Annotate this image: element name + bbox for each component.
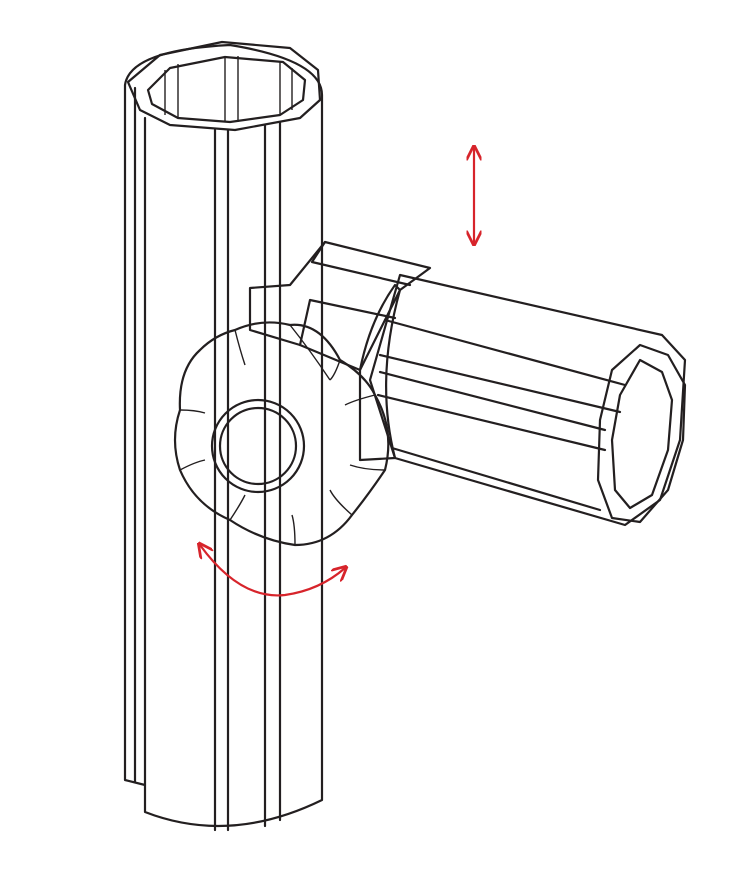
horizontal-tube xyxy=(368,273,687,527)
rotation-arrow-icon xyxy=(200,545,345,597)
knob-cap xyxy=(210,398,306,494)
tube-opening xyxy=(126,40,322,132)
horizontal-tube-opening xyxy=(596,343,687,524)
clamp-knob xyxy=(173,321,390,547)
clamp-body xyxy=(248,240,432,462)
vertical-tube xyxy=(123,40,324,832)
